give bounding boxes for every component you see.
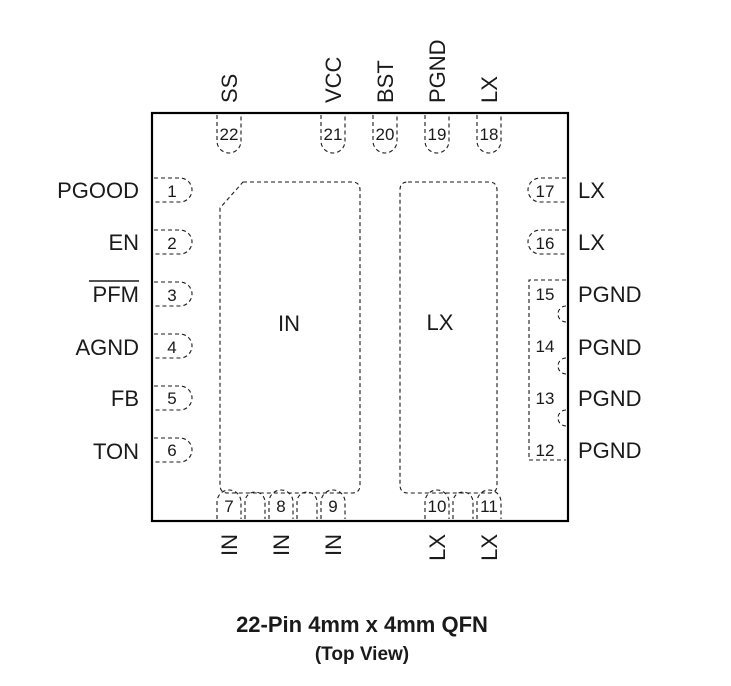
pin-3: 3 PFM bbox=[89, 280, 193, 307]
svg-text:7: 7 bbox=[224, 497, 233, 516]
svg-text:14: 14 bbox=[536, 337, 555, 356]
pgnd-pad-notch-3 bbox=[557, 409, 567, 427]
pin-17-label: LX bbox=[578, 178, 605, 203]
pin-22-label: SS bbox=[217, 74, 242, 103]
pin-8: 8 IN bbox=[268, 489, 294, 556]
pin-20: 20 BST bbox=[372, 60, 398, 154]
pin-5-label: FB bbox=[111, 386, 139, 411]
exposed-pad-lx bbox=[399, 181, 498, 494]
svg-text:1: 1 bbox=[167, 182, 176, 201]
pin-11-label: LX bbox=[477, 534, 502, 561]
svg-text:13: 13 bbox=[536, 389, 555, 408]
pin-19-label: PGND bbox=[425, 39, 450, 103]
pin-14: 14 PGND bbox=[536, 335, 642, 360]
svg-text:9: 9 bbox=[328, 497, 337, 516]
pin-15: 15 PGND bbox=[536, 282, 642, 307]
pin-2: 2 EN bbox=[108, 229, 193, 255]
package-subtitle: (Top View) bbox=[315, 644, 409, 665]
pin-3-label: PFM bbox=[93, 282, 139, 307]
svg-text:19: 19 bbox=[428, 125, 447, 144]
pin-6-label: TON bbox=[93, 439, 139, 464]
pgnd-pad-notch-2 bbox=[557, 357, 567, 375]
pin-16-label: LX bbox=[578, 230, 605, 255]
pin-21-label: VCC bbox=[321, 56, 346, 103]
svg-text:10: 10 bbox=[428, 497, 447, 516]
pin-7-label: IN bbox=[217, 534, 242, 556]
pin-13: 13 PGND bbox=[536, 386, 642, 411]
pin-18: 18 LX bbox=[476, 76, 502, 154]
svg-text:18: 18 bbox=[480, 125, 499, 144]
svg-text:16: 16 bbox=[536, 234, 555, 253]
svg-text:5: 5 bbox=[167, 389, 176, 408]
svg-text:22: 22 bbox=[220, 125, 239, 144]
pin-19: 19 PGND bbox=[424, 39, 450, 154]
pin-9-label: IN bbox=[321, 534, 346, 556]
pin-13-label: PGND bbox=[578, 386, 642, 411]
pin-2-label: EN bbox=[108, 230, 139, 255]
svg-text:17: 17 bbox=[536, 182, 555, 201]
svg-text:6: 6 bbox=[167, 441, 176, 460]
pin-16: 16 LX bbox=[527, 229, 605, 255]
svg-text:4: 4 bbox=[167, 338, 176, 357]
svg-text:8: 8 bbox=[276, 497, 285, 516]
pin-14-label: PGND bbox=[578, 335, 642, 360]
pgnd-pad-notch-1 bbox=[557, 305, 567, 323]
pin-8-label: IN bbox=[269, 534, 294, 556]
pgnd-pad-12-15 bbox=[528, 279, 566, 461]
pin-20-label: BST bbox=[373, 60, 398, 103]
pin-4: 4 AGND bbox=[75, 333, 193, 360]
pin-1-label: PGOOD bbox=[57, 178, 139, 203]
pin-7: 7 IN bbox=[216, 489, 242, 556]
pin-15-label: PGND bbox=[578, 282, 642, 307]
exposed-pad-in bbox=[219, 181, 361, 494]
pin-1: 1 PGOOD bbox=[57, 177, 193, 203]
svg-text:20: 20 bbox=[376, 125, 395, 144]
pin-22: 22 SS bbox=[216, 74, 242, 154]
pin-6: 6 TON bbox=[93, 437, 193, 464]
pin-11: 11 LX bbox=[476, 489, 502, 561]
pin-10: 10 LX bbox=[424, 489, 450, 561]
svg-text:11: 11 bbox=[480, 497, 498, 516]
pin-12-label: PGND bbox=[578, 438, 642, 463]
pin-21: 21 VCC bbox=[320, 56, 346, 154]
pin-5: 5 FB bbox=[111, 385, 193, 411]
package-title: 22-Pin 4mm x 4mm QFN bbox=[236, 612, 488, 637]
pin-4-label: AGND bbox=[75, 335, 139, 360]
svg-text:21: 21 bbox=[324, 125, 343, 144]
pin-9: 9 IN bbox=[320, 489, 346, 556]
svg-text:12: 12 bbox=[536, 441, 555, 460]
pin-18-label: LX bbox=[477, 76, 502, 103]
pin-12: 12 PGND bbox=[536, 438, 642, 463]
exposed-pad-lx-label: LX bbox=[427, 310, 454, 335]
svg-text:2: 2 bbox=[167, 234, 176, 253]
svg-text:15: 15 bbox=[536, 285, 555, 304]
exposed-pad-in-label: IN bbox=[278, 311, 300, 336]
pin-10-label: LX bbox=[425, 534, 450, 561]
svg-text:3: 3 bbox=[167, 286, 176, 305]
pin-17: 17 LX bbox=[527, 177, 605, 203]
